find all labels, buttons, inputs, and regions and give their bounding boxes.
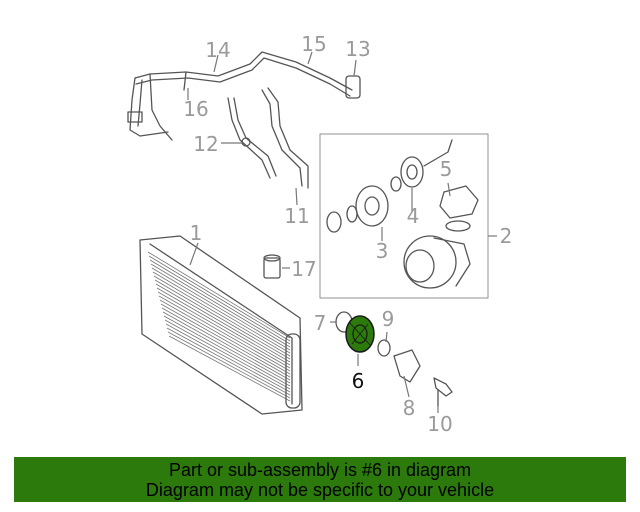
condenser-fin [153,275,291,357]
condenser-fin [168,335,291,402]
sensor-10 [433,377,453,407]
condenser-fin [157,291,291,369]
condenser-fin [150,263,291,348]
condenser-fin [163,315,291,387]
callout-12: 12 [193,132,218,156]
callout-9: 9 [382,307,395,331]
callout-6: 6 [352,369,365,393]
callout-14: 14 [205,38,230,62]
control-valve-5 [439,185,479,219]
callout-16: 16 [183,97,208,121]
condenser-fin [152,271,291,354]
condenser-fin [156,287,291,366]
callout-17: 17 [291,257,316,281]
callout-3: 3 [376,239,389,263]
leader-lines [187,51,497,413]
condenser-fin [166,327,291,396]
callout-15: 15 [301,32,326,56]
condenser-fin [165,323,291,393]
condenser-fin [148,255,291,342]
callout-4: 4 [407,204,420,228]
callout-7: 7 [314,311,327,335]
condenser-fin [158,295,291,372]
condenser-fin [164,319,291,390]
compressor-assembly-box [319,133,489,299]
info-banner: Part or sub-assembly is #6 in diagram Di… [14,457,626,502]
banner-line-2: Diagram may not be specific to your vehi… [145,480,495,500]
condenser-fin [162,311,291,384]
condenser-fin [159,299,291,375]
highlighted-part-6 [345,315,375,353]
callout-labels: 1 2 3 4 5 6 7 8 9 10 11 12 13 14 15 16 1… [183,32,512,436]
compressor-parts [326,139,479,289]
pulley-4 [400,156,424,188]
condenser-fin [151,267,291,351]
callout-5: 5 [440,157,453,181]
callout-11: 11 [284,204,309,228]
clutch-plate-3 [355,185,389,227]
condenser-fin [149,259,291,345]
condenser-1 [139,235,303,415]
callout-10: 10 [427,412,452,436]
hose-fitting-13 [345,75,361,99]
bracket-8 [393,349,421,383]
pressure-switch-17 [263,254,281,279]
condenser-fin [167,331,291,399]
callout-2: 2 [500,224,513,248]
compressor-body [403,235,457,289]
callout-13: 13 [345,37,370,61]
part-9 [377,339,391,357]
condenser-fin [154,279,291,360]
condenser-fin [161,307,291,381]
suction-hose-assembly [227,87,309,189]
condenser-fin [155,283,291,363]
callout-1: 1 [190,221,203,245]
callout-8: 8 [403,396,416,420]
discharge-hose-assembly [127,51,361,141]
condenser-fin [147,251,291,339]
condenser-fin [160,303,291,378]
banner-line-1: Part or sub-assembly is #6 in diagram [168,460,472,480]
